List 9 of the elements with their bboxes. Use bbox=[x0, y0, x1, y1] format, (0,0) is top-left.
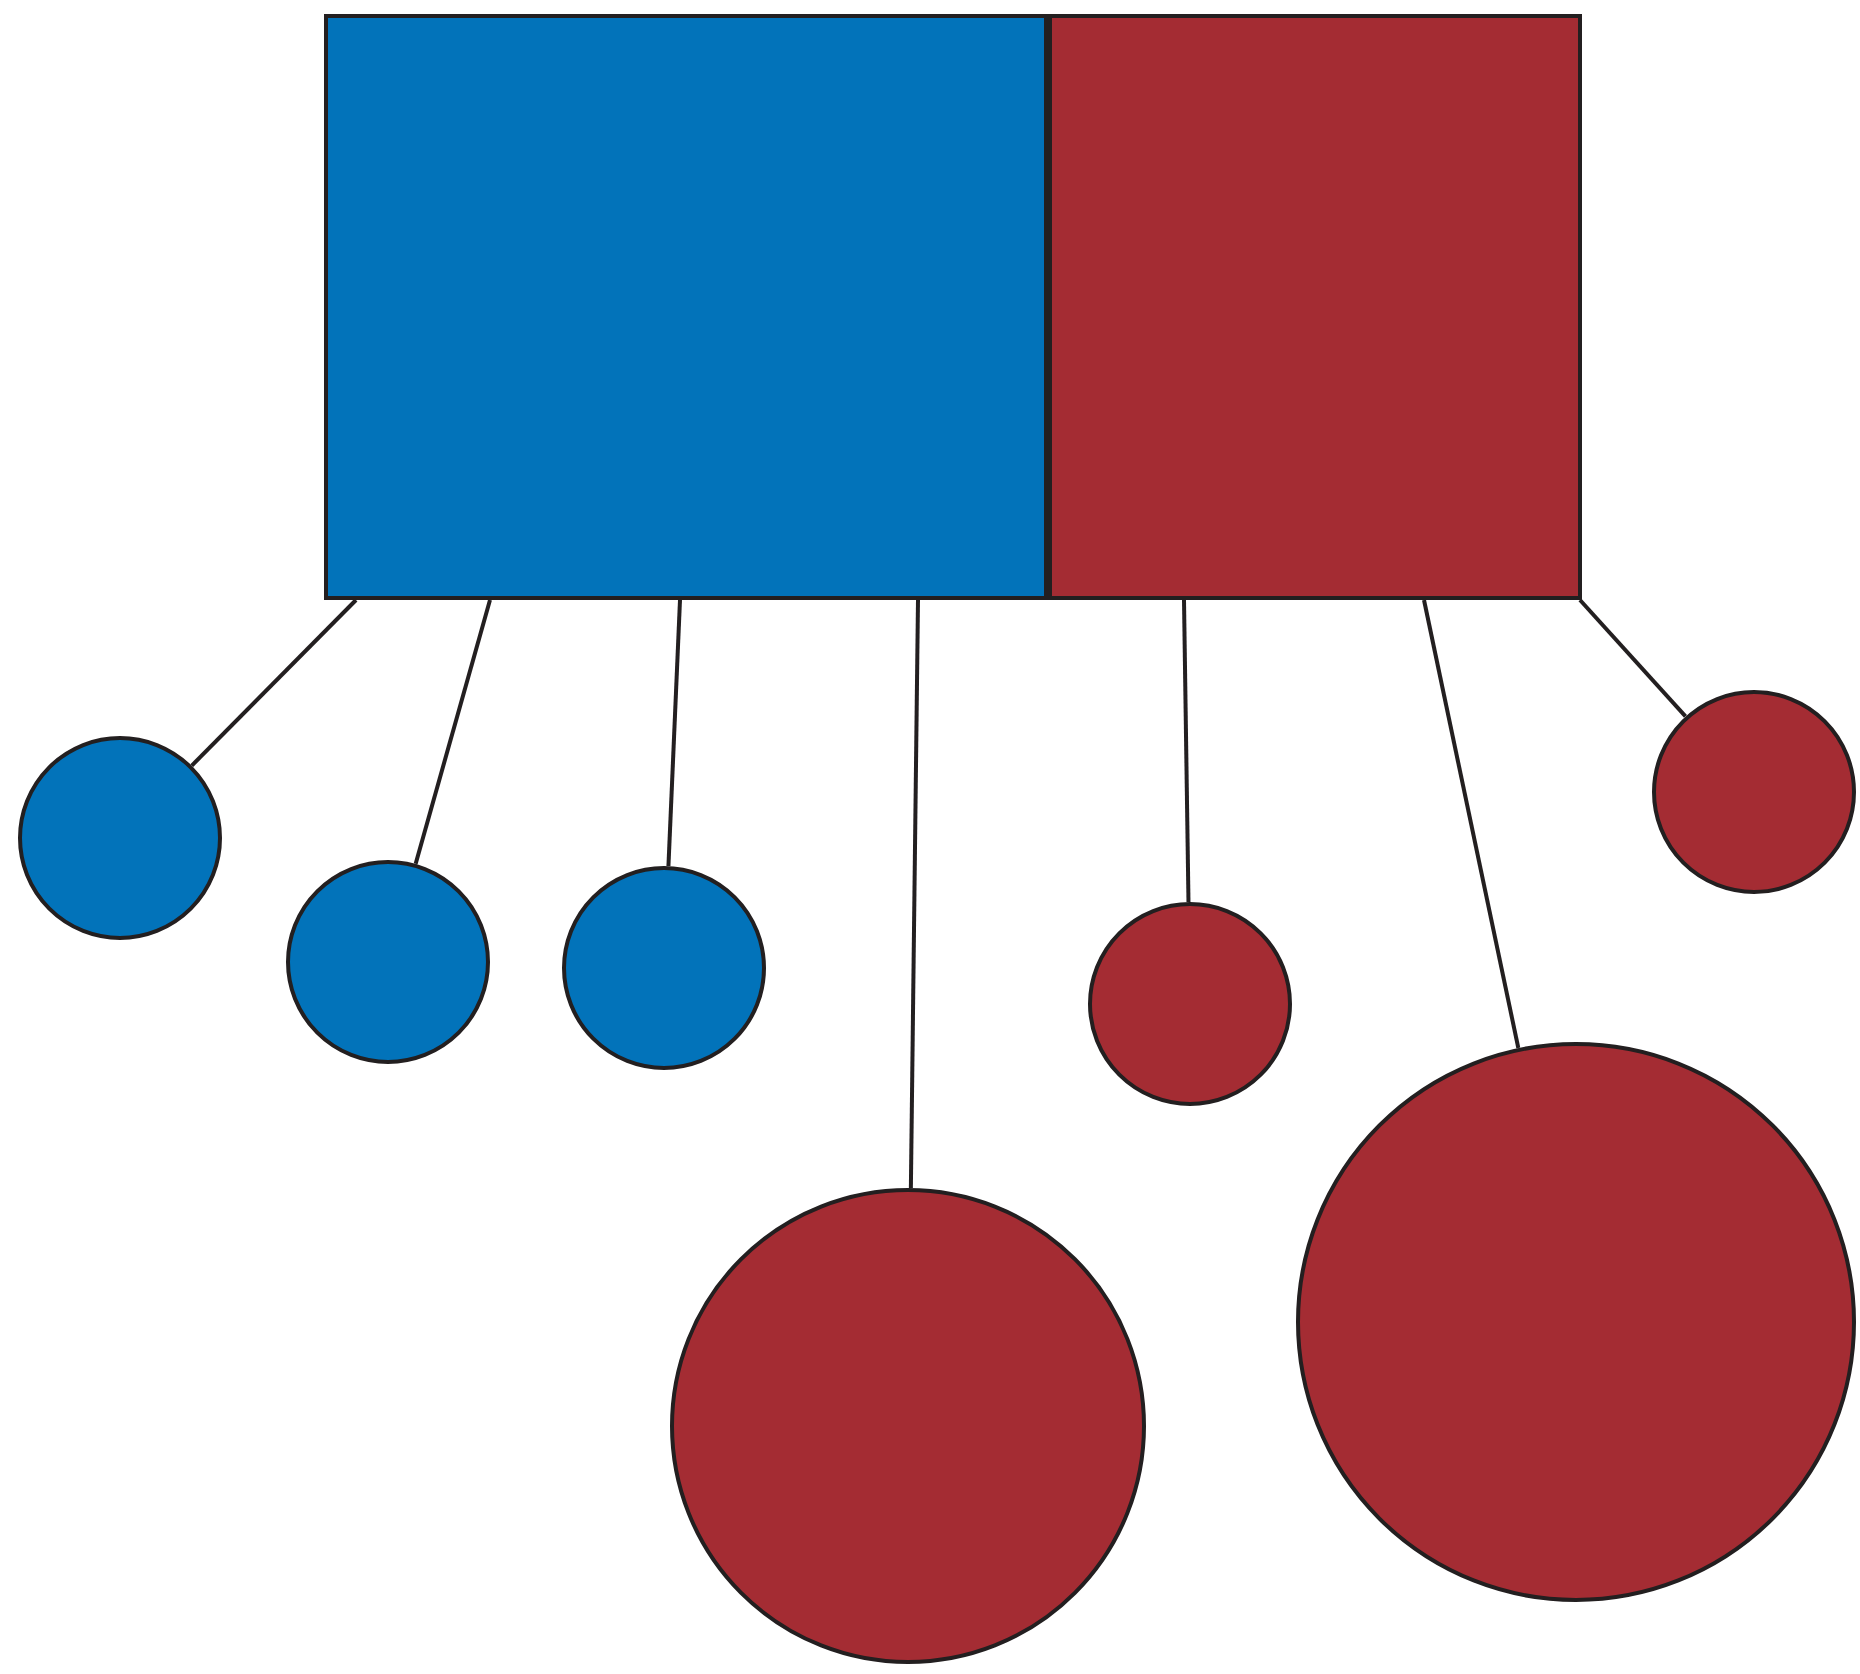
connector-line bbox=[1422, 599, 1521, 1049]
connector-line bbox=[908, 599, 920, 1189]
connector-line bbox=[666, 599, 682, 867]
filled-rectangle bbox=[324, 14, 1048, 600]
filled-rectangle bbox=[1048, 14, 1582, 600]
connector-line bbox=[1578, 598, 1687, 718]
connector-line bbox=[190, 598, 358, 767]
connector-line bbox=[1182, 599, 1191, 903]
connector-line bbox=[413, 599, 492, 865]
